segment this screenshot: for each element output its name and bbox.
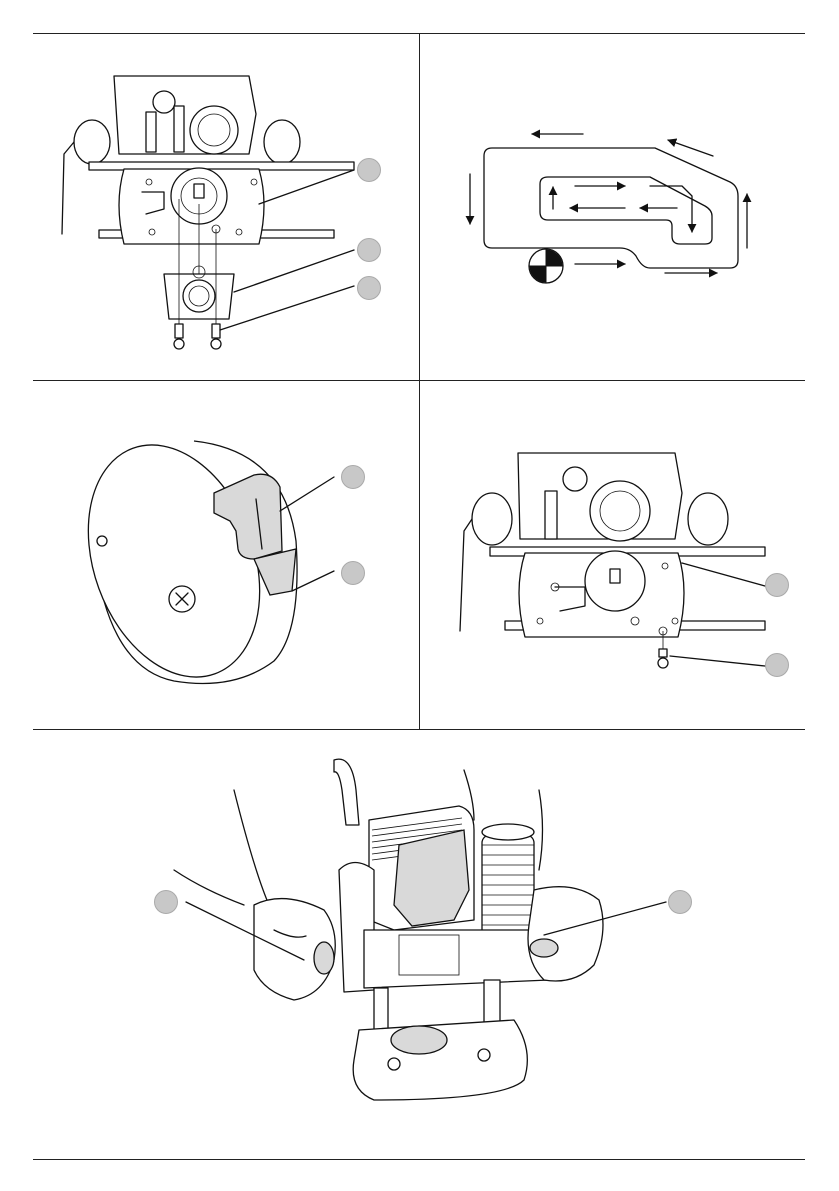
callout-1 [154, 890, 178, 914]
callout-2 [765, 653, 789, 677]
callout-1 [765, 573, 789, 597]
figure-base-screw [420, 381, 805, 729]
callout-3 [357, 276, 381, 300]
figure-base-install [34, 34, 419, 380]
cap-lever-drawing [34, 381, 419, 729]
feed-direction-drawing [420, 34, 805, 380]
callout-2 [668, 890, 692, 914]
figure-feed-direction [420, 34, 805, 380]
figure-two-hand-grip [34, 730, 806, 1158]
two-hand-grip-drawing [34, 730, 806, 1158]
bottom-rule [33, 1159, 805, 1160]
base-screw-drawing [420, 381, 805, 729]
callout-1 [357, 158, 381, 182]
callout-2 [341, 561, 365, 585]
figure-cap-lever [34, 381, 419, 729]
callout-2 [357, 238, 381, 262]
callout-1 [341, 465, 365, 489]
base-install-drawing [34, 34, 419, 380]
